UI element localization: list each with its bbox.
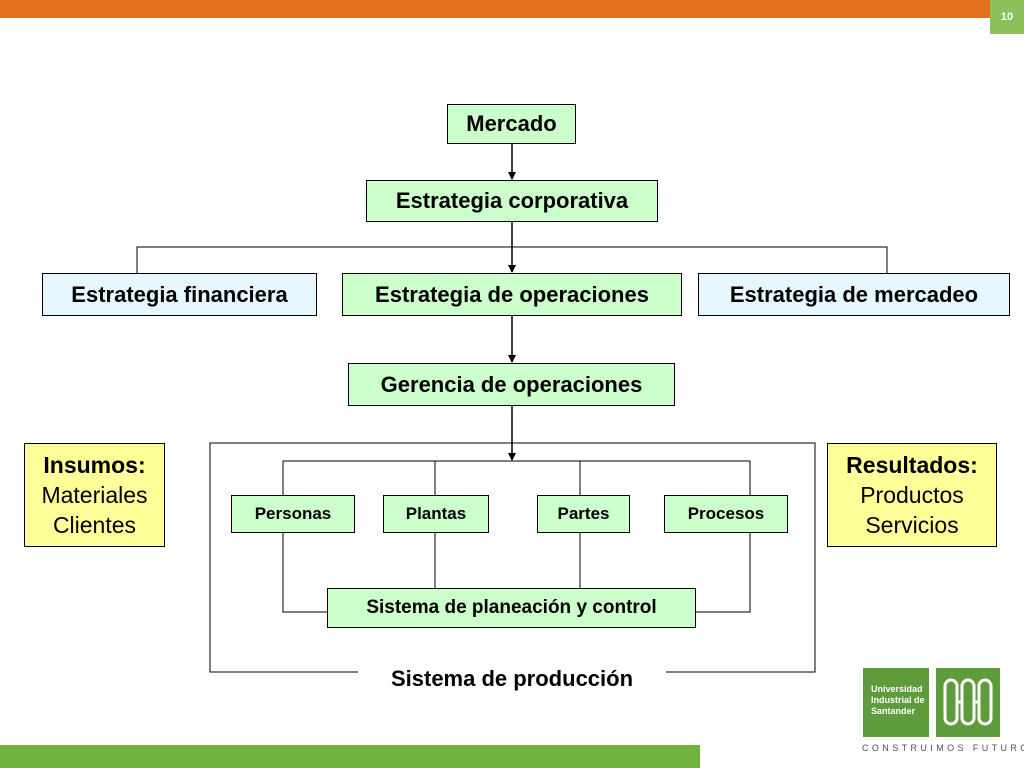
insumos-title: Insumos: — [43, 452, 146, 478]
box-partes: Partes — [537, 495, 630, 533]
box-procesos: Procesos — [664, 495, 788, 533]
box-estrategia-corporativa: Estrategia corporativa — [366, 180, 658, 222]
uis-mark-graphic — [943, 678, 993, 726]
insumos-item: Materiales — [41, 482, 148, 508]
sistema-produccion-label: Sistema de producción — [358, 663, 666, 695]
box-sistema-planeacion: Sistema de planeación y control — [327, 588, 696, 628]
logo-line: Universidad — [871, 684, 923, 694]
box-estrategia-operaciones: Estrategia de operaciones — [342, 273, 682, 316]
box-mercado: Mercado — [447, 104, 576, 144]
insumos-item: Clientes — [52, 512, 137, 538]
box-insumos: Insumos: Materiales Clientes — [24, 443, 165, 547]
uis-mark-icon — [936, 668, 1000, 737]
box-estrategia-mercadeo: Estrategia de mercadeo — [698, 273, 1010, 316]
box-personas: Personas — [231, 495, 355, 533]
box-gerencia-operaciones: Gerencia de operaciones — [348, 363, 675, 406]
slide-number: 10 — [990, 0, 1024, 34]
strategy-bracket — [136, 246, 888, 273]
uis-logo: Universidad Industrial de Santander — [863, 668, 1001, 738]
logo-tagline: CONSTRUIMOS FUTURO — [862, 743, 1024, 753]
logo-line: Industrial de — [871, 695, 925, 705]
bottom-accent-bar — [0, 745, 700, 768]
box-estrategia-financiera: Estrategia financiera — [42, 273, 317, 316]
box-plantas: Plantas — [383, 495, 489, 533]
logo-line: Santander — [871, 706, 916, 716]
resultados-item: Productos — [860, 482, 964, 508]
production-system-frame — [209, 442, 816, 673]
top-accent-bar — [0, 0, 990, 18]
logo-text-block: Universidad Industrial de Santander — [863, 668, 929, 737]
resultados-title: Resultados: — [846, 452, 978, 478]
box-resultados: Resultados: Productos Servicios — [827, 443, 997, 547]
resultados-item: Servicios — [865, 512, 959, 538]
